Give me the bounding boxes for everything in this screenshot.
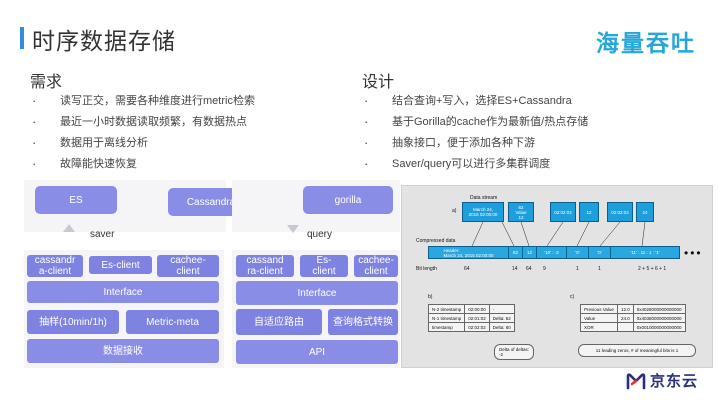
cell-0a: '0' xyxy=(567,247,589,258)
figure-connector-lines xyxy=(471,221,646,247)
query-format-convert: 查询格式转换 xyxy=(328,309,398,335)
query-down-arrow xyxy=(287,225,299,233)
jdcloud-logo-icon xyxy=(626,372,646,389)
stream-block-ts: 02:02:02 xyxy=(550,202,576,222)
table-cell: 0x0010000000000000 xyxy=(632,322,686,332)
table-cell: XOR xyxy=(580,322,618,332)
bit-sum: 2 + 5 + 6 + 1 xyxy=(638,266,667,272)
es-box: ES xyxy=(35,186,117,214)
table-cell: 24.0 xyxy=(616,313,634,323)
jdcloud-logo-text: 京东云 xyxy=(649,373,698,390)
table-cell: N-2 timestamp xyxy=(427,304,466,314)
table-cell: 02:01:02 xyxy=(464,313,490,323)
bit-64: 64 xyxy=(464,266,470,272)
table-row: N-2 timestamp 02:00:00 - xyxy=(427,304,515,314)
table-row: timestamp 02:02:02 Delta: 60 xyxy=(427,322,515,332)
table-cell: 12.0 xyxy=(616,304,634,314)
compressed-data-label: Compressed data xyxy=(416,238,456,244)
design-item: 结合查询+写入，选择ES+Cassandra xyxy=(364,94,588,115)
bit-9: 9 xyxy=(543,266,546,272)
table-row: N-1 timestamp 02:01:02 Delta: 62 xyxy=(427,313,515,323)
saver-interface: Interface xyxy=(27,281,219,303)
requirement-item: 故障能快速恢复 xyxy=(32,157,255,178)
xor-table: Previous Value 12.0 0x4028000000000000 V… xyxy=(580,304,686,332)
cell-0b: '0' xyxy=(589,247,611,258)
table-row: XOR 0x0010000000000000 xyxy=(580,322,686,332)
requirement-item: 数据用于离线分析 xyxy=(32,136,255,157)
requirement-item: 读写正交，需要各种维度进行metric检索 xyxy=(32,94,255,115)
delta-of-deltas-note: Delta of deltas: -2 xyxy=(494,344,534,360)
gorilla-compression-figure: Data stream a) March 24, 2015 02:00:00 6… xyxy=(401,185,713,368)
timestamp-table: N-2 timestamp 02:00:00 - N-1 timestamp 0… xyxy=(427,304,515,332)
design-item: 抽象接口，便于添加各种下游 xyxy=(364,136,588,157)
bit-1a: 1 xyxy=(576,266,579,272)
table-cell: - xyxy=(488,304,515,314)
saver-cachee-client: cachee- client xyxy=(157,255,219,277)
table-cell: 0x4028000000000000 xyxy=(632,304,686,314)
table-cell: Previous Value xyxy=(580,304,618,314)
query-label: query xyxy=(307,229,333,240)
leading-zeros-note: 11 leading zeros, # of meaningful bits i… xyxy=(578,344,696,357)
data-stream-label: Data stream xyxy=(470,195,498,201)
saver-data-receive: 数据接收 xyxy=(27,339,219,363)
saver-es-client: Es-client xyxy=(89,256,152,274)
design-heading: 设计 xyxy=(362,74,395,91)
table-cell xyxy=(616,322,634,332)
gorilla-box: gorilla xyxy=(303,186,393,214)
saver-sampling: 抽样(10min/1h) xyxy=(27,310,119,334)
continuation-dots: ••• xyxy=(684,246,703,260)
figure-part-b-label: b) xyxy=(428,294,433,300)
design-item: 基于Gorilla的cache作为最新值/热点存储 xyxy=(364,115,588,136)
table-cell: 02:02:02 xyxy=(464,322,490,332)
requirement-item: 最近一小时数据读取频繁，有数据热点 xyxy=(32,115,255,136)
query-adaptive-routing: 自适应路由 xyxy=(236,309,322,335)
jdcloud-logo: 京东云 xyxy=(626,370,698,391)
query-interface: Interface xyxy=(236,281,398,305)
cell-11: '11' : 11 : 1 : '1' xyxy=(630,250,660,255)
cell-header: Header: March 24, 2015 02:00:00 xyxy=(429,247,509,258)
query-cassandra-client: cassand ra-client xyxy=(236,255,294,277)
saver-up-arrow xyxy=(63,224,75,232)
slide-title: 时序数据存储 xyxy=(32,28,176,54)
table-cell: timestamp xyxy=(427,322,466,332)
brand-tagline: 海量吞吐 xyxy=(596,30,696,56)
table-cell: Delta: 60 xyxy=(488,322,515,332)
design-list: 结合查询+写入，选择ES+Cassandra 基于Gorilla的cache作为… xyxy=(364,94,588,178)
stream-block-val2: 24 xyxy=(636,202,654,222)
table-row: Previous Value 12.0 0x4028000000000000 xyxy=(580,304,686,314)
table-cell: 02:00:00 xyxy=(464,304,490,314)
bit-length-label: Bit length xyxy=(416,266,437,272)
bit-14: 14 xyxy=(512,266,518,272)
requirements-list: 读写正交，需要各种维度进行metric检索 最近一小时数据读取频繁，有数据热点 … xyxy=(32,94,255,178)
figure-part-c-label: c) xyxy=(570,294,575,300)
query-api: API xyxy=(236,340,398,364)
cell-12: 12 xyxy=(523,247,537,258)
compressed-row: Header: March 24, 2015 02:00:00 62 12 '1… xyxy=(428,246,680,259)
title-accent-bar xyxy=(20,27,24,49)
stream-block-value: 62 Value 12 xyxy=(508,202,534,222)
cell-62: 62 xyxy=(509,247,523,258)
cell-10: '10' : -2 xyxy=(537,247,567,258)
requirements-heading: 需求 xyxy=(30,74,63,91)
table-cell: 0x4038000000000000 xyxy=(632,313,686,323)
table-cell: N-1 timestamp xyxy=(427,313,466,323)
saver-label: saver xyxy=(90,229,115,240)
table-row: Value 24.0 0x4038000000000000 xyxy=(580,313,686,323)
design-item: Saver/query可以进行多集群调度 xyxy=(364,157,588,178)
stream-block-val: 12 xyxy=(579,202,599,222)
table-cell: Delta: 62 xyxy=(488,313,515,323)
saver-metric-meta: Metric-meta xyxy=(126,310,219,334)
query-es-client: Es- client xyxy=(300,255,348,277)
bit-1b: 1 xyxy=(598,266,601,272)
stream-block-ts2: 02:02:02 xyxy=(607,202,633,222)
bit-64b: 64 xyxy=(526,266,532,272)
table-cell: Value xyxy=(580,313,618,323)
stream-block-start: March 24, 2015 02:00:00 xyxy=(462,202,504,222)
saver-cassandra-client: cassandr a-client xyxy=(27,255,83,277)
figure-part-a-label: a) xyxy=(452,208,457,214)
query-cachee-client: cachee- client xyxy=(354,255,398,277)
